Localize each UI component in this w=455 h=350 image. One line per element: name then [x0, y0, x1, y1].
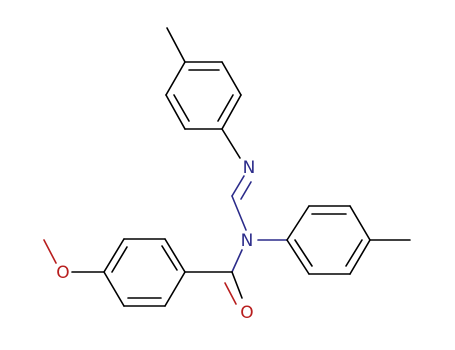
- ring-bond: [173, 94, 190, 122]
- carbonyl-oxygen-label: O: [240, 303, 253, 323]
- imine-double-bond: [240, 181, 252, 200]
- ring-to-imine-n-bond: [221, 128, 241, 159]
- amide-nitrogen-label: N: [241, 231, 254, 251]
- top-tolyl-ring: [165, 27, 242, 130]
- ring-bond: [164, 238, 186, 273]
- ring-bond: [165, 94, 186, 130]
- ch-to-amide-n-bond: [231, 195, 247, 231]
- ring-bond: [286, 205, 310, 241]
- amide-carbonyl: [184, 249, 243, 305]
- imine-nitrogen-label: N: [243, 158, 256, 178]
- ring-bond: [294, 239, 313, 267]
- imine-n-to-ch-bond: [231, 175, 245, 197]
- ring-bond: [161, 245, 178, 271]
- amide-n-to-carbonyl-bond: [231, 249, 243, 273]
- ether-o-to-methyl-bond: [43, 239, 57, 264]
- ring-bond: [103, 271, 125, 307]
- ring-bond: [221, 94, 242, 130]
- ring-bond: [103, 238, 125, 273]
- ring-bond: [221, 61, 242, 96]
- carbonyl-double-bond: [224, 282, 237, 305]
- ring-bond: [286, 239, 310, 275]
- carbonyl-c-to-o-bond: [231, 271, 243, 299]
- ring-bond: [164, 271, 186, 307]
- ring-bond: [111, 246, 128, 273]
- ring-bond: [345, 239, 363, 267]
- formamidine-linkage: [221, 128, 252, 231]
- ring-bond: [165, 61, 186, 96]
- ring-bond: [349, 239, 371, 275]
- ring-bond: [349, 205, 371, 241]
- ether-oxygen-label: O: [56, 263, 69, 283]
- ring-bond: [217, 94, 234, 122]
- methoxyphenyl-ring: [43, 238, 186, 307]
- methyl-bond-top: [166, 27, 186, 63]
- right-tolyl-ring: [257, 205, 411, 275]
